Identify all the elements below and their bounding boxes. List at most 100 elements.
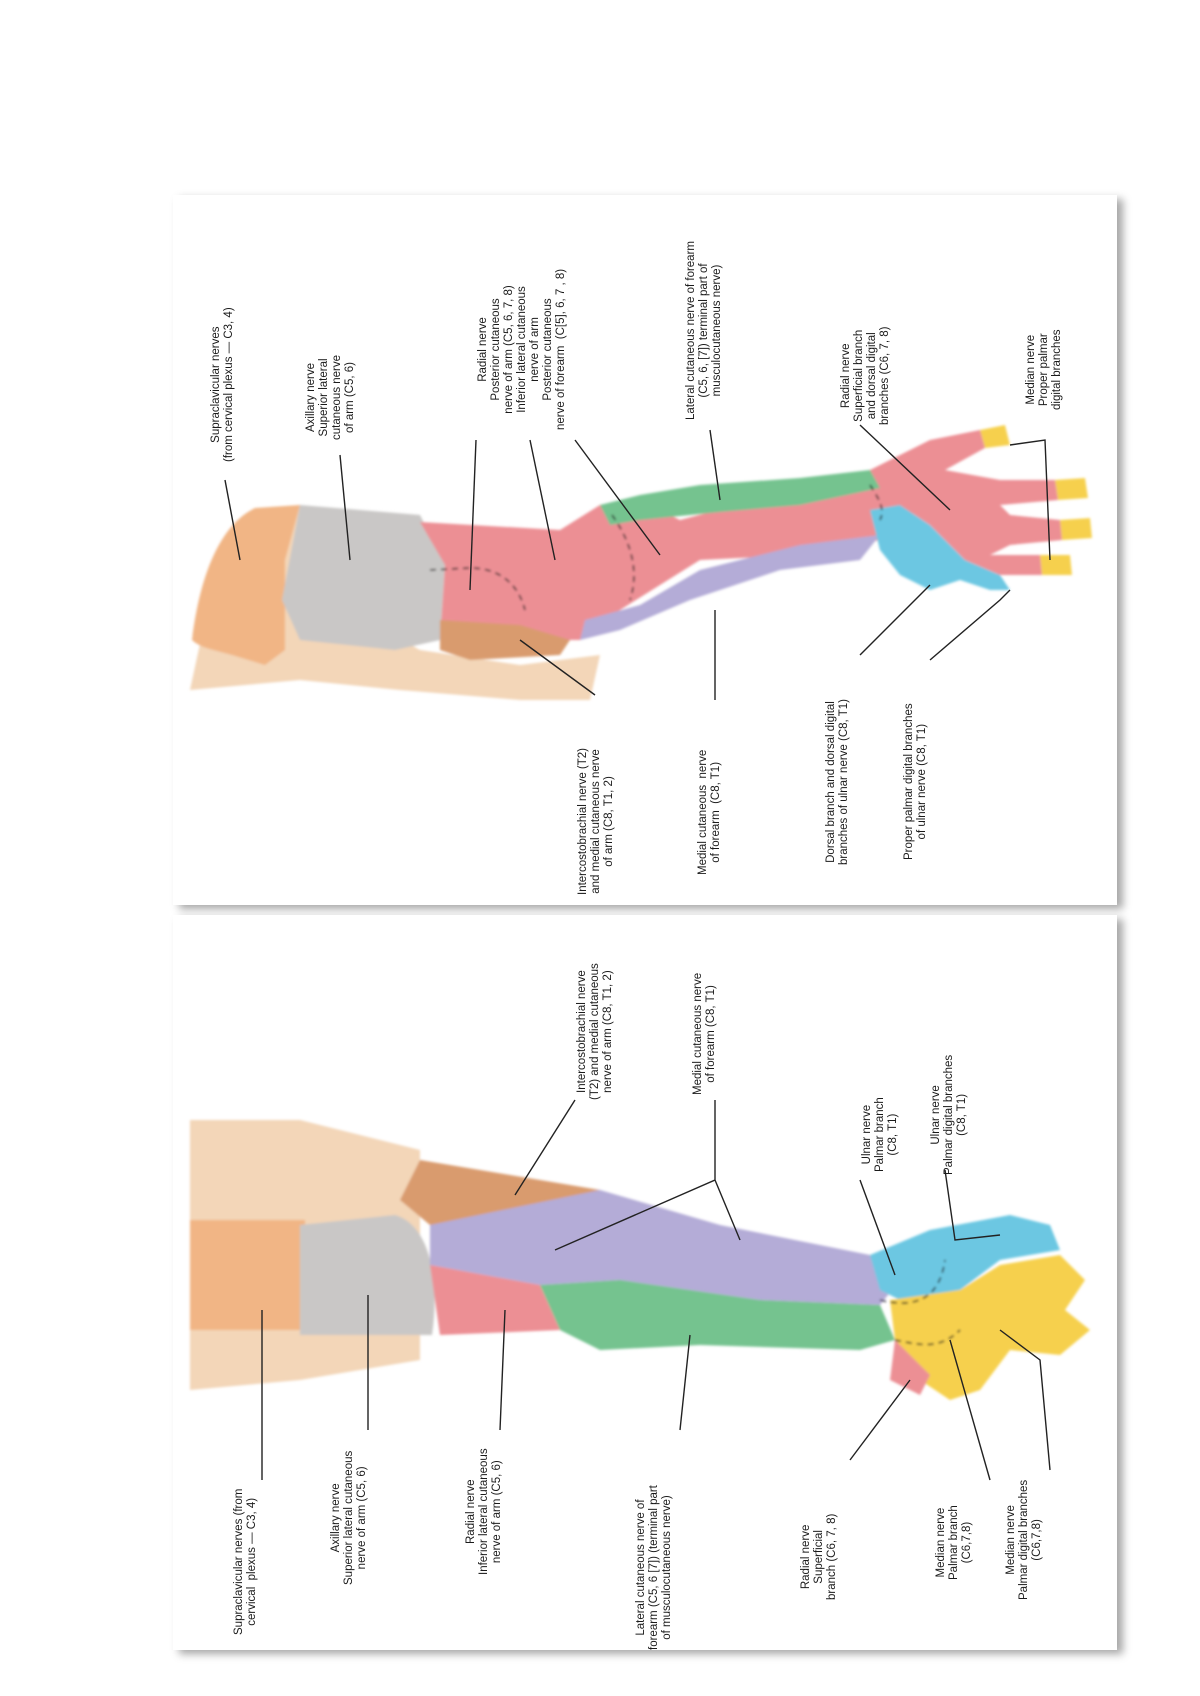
label-line: and dorsal digital	[866, 332, 878, 420]
label-line: Superior lateral cutaneous	[343, 1450, 355, 1585]
leader-line-anterior-median-digital	[999, 1329, 1051, 1471]
intercostobrachial-region-posterior	[440, 620, 570, 660]
label-line: of ulnar nerve (C8, T1)	[916, 723, 928, 840]
radial-region-anterior	[430, 1265, 560, 1335]
leader-line-posterior-ulnar-palmar	[929, 589, 1011, 661]
leader-line-anterior-radial	[499, 1309, 506, 1431]
label-line: Lateral cutaneous nerve of forearm	[685, 241, 697, 420]
label-line: Median nerve	[1005, 1505, 1017, 1575]
leader-line-anterior-intercostobrachial	[514, 1099, 576, 1196]
label-posterior-lateral-forearm: Lateral cutaneous nerve of forearm(C5, 6…	[685, 241, 724, 420]
radial-superficial-region-anterior	[890, 1340, 930, 1395]
leader-line-posterior-radial-forearm	[574, 439, 661, 556]
label-line: Proper palmar	[1038, 333, 1050, 407]
label-line: Superior lateral	[318, 358, 330, 437]
leader-line-posterior-radial-superficial	[859, 424, 951, 511]
leader-line-posterior-median	[1009, 439, 1051, 561]
label-line: forearm (C5, 6 [7]) (terminal part	[648, 1485, 660, 1650]
label-line: Ulnar nerve	[861, 1104, 873, 1165]
ulnar-region-anterior	[870, 1215, 1060, 1300]
label-line: Superficial branch	[853, 329, 865, 422]
medial-forearm-region-posterior	[580, 535, 880, 640]
leader-line-posterior-supraclavicular	[224, 479, 241, 561]
label-line: Radial nerve	[477, 317, 489, 382]
supraclavicular-region-anterior	[190, 1220, 305, 1330]
label-line: of musculocutaneous nerve)	[661, 1495, 673, 1640]
radial-dermatome-boundary	[429, 567, 526, 611]
medial-forearm-region-anterior	[430, 1190, 900, 1305]
label-line: Posterior cutaneous	[490, 298, 502, 401]
posterior-arm-illustration	[190, 425, 1092, 700]
label-line: musculocutaneous nerve)	[711, 264, 723, 397]
label-line: cervical plexus — C3, 4)	[246, 1497, 258, 1626]
median-region-anterior	[890, 1255, 1090, 1400]
leader-line-anterior-lateral-forearm	[679, 1334, 691, 1431]
leader-line-posterior-ulnar-dorsal	[859, 584, 931, 656]
label-line: Lateral cutaneous nerve of	[635, 1499, 647, 1636]
label-line: Supraclavicular nerves	[210, 326, 222, 443]
label-line: Medial cutaneous nerve	[692, 972, 704, 1095]
label-line: Palmar digital branches	[1018, 1479, 1030, 1600]
axillary-region-posterior	[282, 505, 445, 650]
label-line: Ulnar nerve	[930, 1085, 942, 1145]
label-line: Radial nerve	[465, 1479, 477, 1544]
label-line: (C5, 6, [7]) terminal part of	[698, 263, 710, 398]
label-line: (C8, T1)	[956, 1093, 968, 1136]
label-line: Superficial	[813, 1530, 825, 1584]
label-line: Palmar digital branches	[943, 1054, 955, 1175]
leader-line-posterior-intercostobrachial	[519, 639, 596, 696]
hand-dermatome-boundary	[869, 484, 883, 521]
label-anterior-intercostobrachial: Intercostobrachial nerve(T2) and medial …	[576, 963, 615, 1100]
label-line: Proper palmar digital branches	[903, 703, 915, 860]
label-line: and medial cutaneous nerve	[590, 749, 602, 894]
median-fingertips-posterior	[980, 425, 1092, 575]
anterior-hand-dermatome-boundary	[879, 1259, 961, 1346]
label-line: of forearm (C8, T1)	[710, 761, 722, 863]
label-line: branch (C6, 7, 8)	[826, 1513, 838, 1600]
label-line: (T2) and medial cutaneous	[589, 963, 601, 1100]
label-line: nerve of arm	[529, 317, 541, 382]
leader-line-posterior-axillary	[339, 454, 351, 561]
lateral-forearm-region-posterior	[600, 470, 880, 525]
ulnar-region-posterior	[870, 505, 1010, 590]
lateral-forearm-region-anterior	[540, 1280, 895, 1350]
supraclavicular-region-posterior	[192, 505, 300, 665]
radial-hand-fingers-posterior	[880, 430, 1062, 575]
leader-line-posterior-radial-arm	[469, 439, 477, 591]
label-line: nerve of arm (C5, 6, 7, 8)	[503, 285, 515, 414]
label-line: digital branches	[1051, 329, 1063, 410]
label-line: (C6,7,8)	[961, 1521, 973, 1564]
label-line: Medial cutaneous nerve	[697, 749, 709, 875]
label-line: Inferior lateral cutaneous	[478, 1448, 490, 1575]
forearm-dermatome-boundary	[611, 514, 635, 601]
label-line: branches of ulnar nerve (C8, T1)	[838, 699, 850, 865]
leader-lines	[224, 424, 1051, 1481]
leader-line-anterior-median-palmar	[949, 1339, 991, 1481]
axillary-region-anterior	[300, 1215, 435, 1335]
label-line: Palmar branch	[948, 1505, 960, 1580]
label-line: nerve of forearm (C[5], 6, 7 , 8)	[555, 268, 567, 430]
label-posterior-intercostobrachial: Intercostobrachial nerve (T2)and medial …	[577, 748, 616, 895]
label-line: Intercostobrachial nerve	[576, 970, 588, 1093]
label-line: Dorsal branch and dorsal digital	[825, 701, 837, 863]
label-line: Axillary nerve	[305, 362, 317, 432]
label-line: (C6,7,8)	[1031, 1519, 1043, 1561]
label-line: Inferior lateral cutaneous	[516, 286, 528, 413]
leader-line-anterior-ulnar-digital	[944, 1169, 1001, 1241]
label-line: of forearm (C8, T1)	[705, 985, 717, 1083]
label-posterior-supraclavicular: Supraclavicular nerves(from cervical ple…	[210, 307, 236, 462]
label-line: (C8, T1)	[887, 1113, 899, 1156]
